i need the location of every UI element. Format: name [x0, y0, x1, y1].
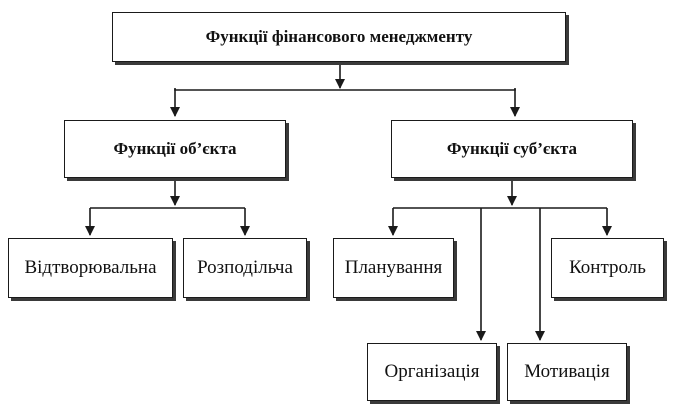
root-node-label: Функції фінансового менеджменту — [205, 27, 473, 46]
root-node: Функції фінансового менеджменту — [112, 12, 566, 62]
object-functions-label: Функції об’єкта — [113, 139, 237, 158]
planning-node: Планування — [333, 238, 454, 298]
control-label: Контроль — [569, 257, 646, 278]
distributive-node: Розподільча — [183, 238, 307, 298]
reproductive-label: Відтворювальна — [24, 257, 157, 278]
control-node: Контроль — [551, 238, 664, 298]
planning-label: Планування — [344, 257, 443, 278]
motivation-node: Мотивація — [507, 343, 627, 401]
reproductive-node: Відтворювальна — [8, 238, 173, 298]
distributive-label: Розподільча — [197, 257, 293, 278]
subject-functions-node: Функції суб’єкта — [391, 120, 633, 178]
root-split-line — [174, 88, 516, 91]
organization-node: Організація — [367, 343, 497, 401]
subject-functions-label: Функції суб’єкта — [446, 139, 578, 158]
organization-label: Організація — [384, 361, 480, 382]
object-functions-node: Функції об’єкта — [64, 120, 286, 178]
motivation-label: Мотивація — [524, 361, 610, 382]
